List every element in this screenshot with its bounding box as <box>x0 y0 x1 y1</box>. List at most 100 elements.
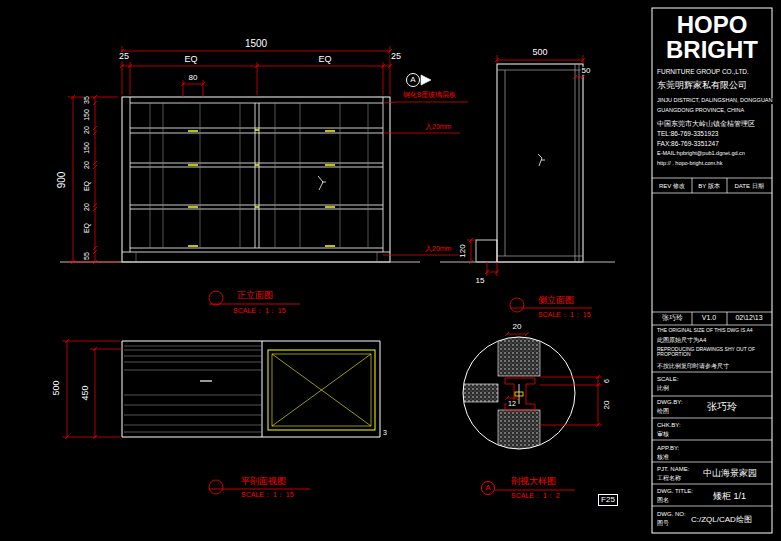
section-arrow <box>421 75 431 85</box>
profile-insert <box>515 392 523 396</box>
dimension-text: 450 <box>81 384 90 401</box>
dimension-text: 150 <box>83 108 90 122</box>
node-text: A <box>410 76 415 84</box>
field-label: DWG. NO: <box>656 511 687 517</box>
note-text: REPRODUCING DRAWINGS SHY OUT OF PROPORTI… <box>656 347 770 358</box>
dimension-lines <box>505 332 602 427</box>
shelf-section <box>462 384 498 402</box>
note-text: 不按比例复印时请参考尺寸 <box>656 363 730 369</box>
contact-text: FAX:86-769-3351247 <box>656 141 720 148</box>
ground-line <box>440 261 615 262</box>
dimension-text: 3 <box>382 429 388 436</box>
glass-panel-inner <box>272 354 371 426</box>
plinth-block <box>476 240 497 262</box>
side-panel-lines <box>497 64 583 262</box>
contact-text: TEL:86-769-3351923 <box>656 131 719 138</box>
company-name: FURNITURE GROUP CO.,LTD. <box>656 69 750 76</box>
address-text: JINJU DISTRICT, DALINGSHAN, DONGGUAN <box>656 98 774 104</box>
cabinet-outline <box>122 97 390 262</box>
cabinet-boards <box>122 97 390 252</box>
field-label: 核准 <box>656 454 670 460</box>
dimension-text: EQ <box>317 55 332 64</box>
section-callout: A <box>406 73 420 87</box>
address-text: GUANGDONG PROVINCE, CHINA <box>656 108 745 114</box>
address-text: 中国东莞市大岭山镇金桔管理区 <box>656 121 756 128</box>
logo-text: HOPO <box>676 12 749 37</box>
title-underline <box>209 304 592 490</box>
scale-text: SCALE： 1： 15 <box>240 491 295 498</box>
title-block-grid <box>652 178 772 506</box>
dimension-text: 20 <box>603 400 611 411</box>
title-block-frame <box>652 8 772 533</box>
field-label: SCALE: <box>656 376 679 382</box>
handle-symbol <box>200 380 212 381</box>
table-header: DATE 日期 <box>733 183 764 189</box>
scale-text: SCALE： 1： 15 <box>232 307 287 314</box>
dimension-text: 15 <box>475 277 486 285</box>
view-title: 侧立面图 <box>537 296 575 305</box>
dimension-text: 1500 <box>244 39 268 50</box>
company-name: 东莞明辉家私有限公司 <box>656 81 748 90</box>
field-value: 中山海景家园 <box>702 469 758 478</box>
node-text: F25 <box>601 496 615 504</box>
view-title: 剖视大样图 <box>510 477 557 486</box>
view-marker <box>510 298 524 312</box>
contact-text: E-MAIL:hpbright@pub1.dgnet.gd.cn <box>656 151 746 157</box>
field-label: DWG. TITLE: <box>656 488 694 494</box>
field-label: 工程名称 <box>656 475 682 481</box>
view-marker <box>209 480 223 494</box>
field-label: 图名 <box>656 497 670 503</box>
scale-text: SCALE： 1： 15 <box>537 311 592 318</box>
table-cell: 张巧玲 <box>661 314 684 321</box>
dimension-text: 55 <box>83 251 90 261</box>
table-cell: 02\12\13 <box>734 314 763 321</box>
dimension-text: 900 <box>57 171 68 190</box>
field-label: CHK.BY: <box>656 422 682 428</box>
field-label: DWG.BY: <box>656 399 684 405</box>
side-outline <box>497 64 583 262</box>
dimension-text: 35 <box>83 95 90 105</box>
dimension-text: 150 <box>83 141 90 155</box>
field-value: 矮柜 1/1 <box>712 492 747 501</box>
glass-cross <box>272 354 371 426</box>
view-title: 平剖面视图 <box>240 477 287 486</box>
door-lock-symbol <box>538 154 545 166</box>
field-value: C:/ZQL/CAD绘图 <box>690 516 753 524</box>
dimension-text: 500 <box>52 379 61 396</box>
contact-text: http:// . hopo-bright.com.hk <box>656 161 723 167</box>
field-label: 绘图 <box>656 408 670 414</box>
dimension-lines <box>467 55 585 276</box>
note-text: 此图原始尺寸为A4 <box>656 337 707 343</box>
glass-door-lines <box>136 103 377 262</box>
field-label: 审核 <box>656 431 670 437</box>
note-text: THE ORIGINAL SIZE OF THIS DWG IS A4 <box>656 328 754 333</box>
field-label: PJT. NAME: <box>656 466 690 472</box>
dimension-text: 25 <box>390 52 402 61</box>
table-cell: V1.0 <box>701 314 717 321</box>
scale-text: SCALE： 1： 2 <box>510 492 561 499</box>
note-text: 入20mm <box>424 245 452 252</box>
dimension-text: 20 <box>83 202 90 212</box>
note-text: 入20mm <box>424 123 452 130</box>
leader-lines <box>383 102 468 255</box>
dimension-lines <box>62 339 122 439</box>
shelf-support-marks <box>188 130 335 246</box>
dimension-text: 120 <box>459 243 467 258</box>
dimension-text: 6 <box>603 378 610 384</box>
dimension-text: EQ <box>83 222 90 234</box>
dimension-text: 50 <box>581 67 592 75</box>
field-value: 张巧玲 <box>706 402 738 413</box>
sheet-code-box: F25 <box>598 494 618 506</box>
dimension-text: 20 <box>83 160 90 170</box>
dimension-text: 20 <box>83 125 90 135</box>
dimension-text: EQ <box>83 180 90 192</box>
node-text: A <box>485 484 490 492</box>
dimension-lines <box>68 46 392 264</box>
detail-circle <box>463 337 575 449</box>
profile-section <box>505 378 535 410</box>
view-title: 正立面图 <box>236 291 274 300</box>
field-label: APP.BY: <box>656 445 680 451</box>
dimension-text: 12 <box>507 400 517 407</box>
dimension-text: EQ <box>183 55 198 64</box>
